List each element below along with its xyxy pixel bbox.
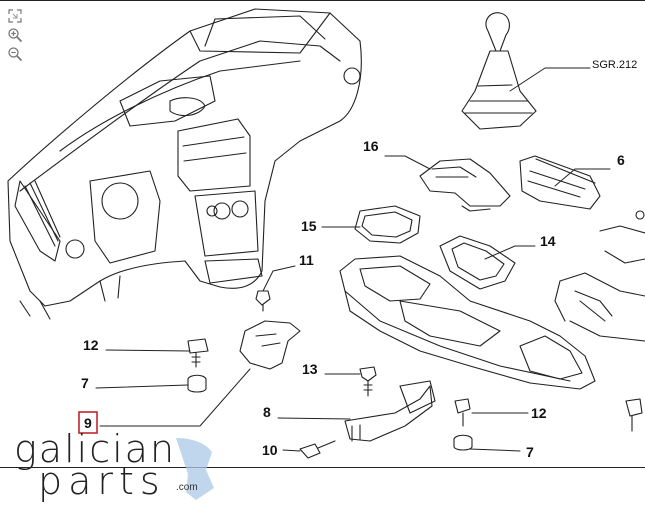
callout-12-right: 12 [531, 405, 547, 421]
callout-13: 13 [302, 361, 318, 377]
callout-7-left: 7 [81, 375, 89, 391]
callout-labels: SGR.212 16 6 15 14 11 12 7 13 9 8 12 10 … [78, 59, 637, 460]
gear-lever-boot [461, 12, 537, 130]
callout-16: 16 [363, 138, 379, 154]
hardware-parts [187, 290, 473, 459]
part-6-shape [519, 155, 601, 210]
zoom-out-icon[interactable] [6, 45, 24, 62]
parts-diagram-viewer[interactable]: SGR.212 16 6 15 14 11 12 7 13 9 8 12 10 … [0, 0, 645, 468]
part-16-shape [419, 158, 511, 212]
highlight-box-9 [78, 411, 98, 434]
exploded-parts-drawing: SGR.212 16 6 15 14 11 12 7 13 9 8 12 10 … [7, 8, 645, 460]
callout-14: 14 [540, 233, 556, 249]
callout-10: 10 [262, 442, 278, 458]
callout-15: 15 [301, 218, 317, 234]
center-console [339, 255, 596, 390]
zoom-in-icon[interactable] [6, 26, 24, 43]
fit-to-screen-icon[interactable] [6, 7, 24, 24]
logo-text-line2: parts [38, 459, 166, 503]
galician-parts-logo [0, 430, 230, 517]
callout-12-left: 12 [83, 337, 99, 353]
callout-6: 6 [617, 152, 625, 168]
leader-lines [95, 67, 611, 452]
logo-text-line1: galician [14, 427, 177, 471]
viewer-toolbar [6, 7, 24, 62]
callout-9: 9 [84, 415, 92, 431]
logo-accent-shape [176, 438, 214, 500]
dashboard-assembly [7, 8, 362, 320]
callout-11: 11 [299, 252, 314, 268]
right-side-parts [554, 210, 645, 432]
callout-7-right: 7 [526, 444, 534, 460]
logo-domain-suffix: .com [176, 482, 198, 493]
part-15-shape [354, 205, 421, 244]
callout-8: 8 [263, 404, 271, 420]
part-14-shape [439, 235, 516, 290]
callout-sgr-212: SGR.212 [592, 59, 637, 71]
